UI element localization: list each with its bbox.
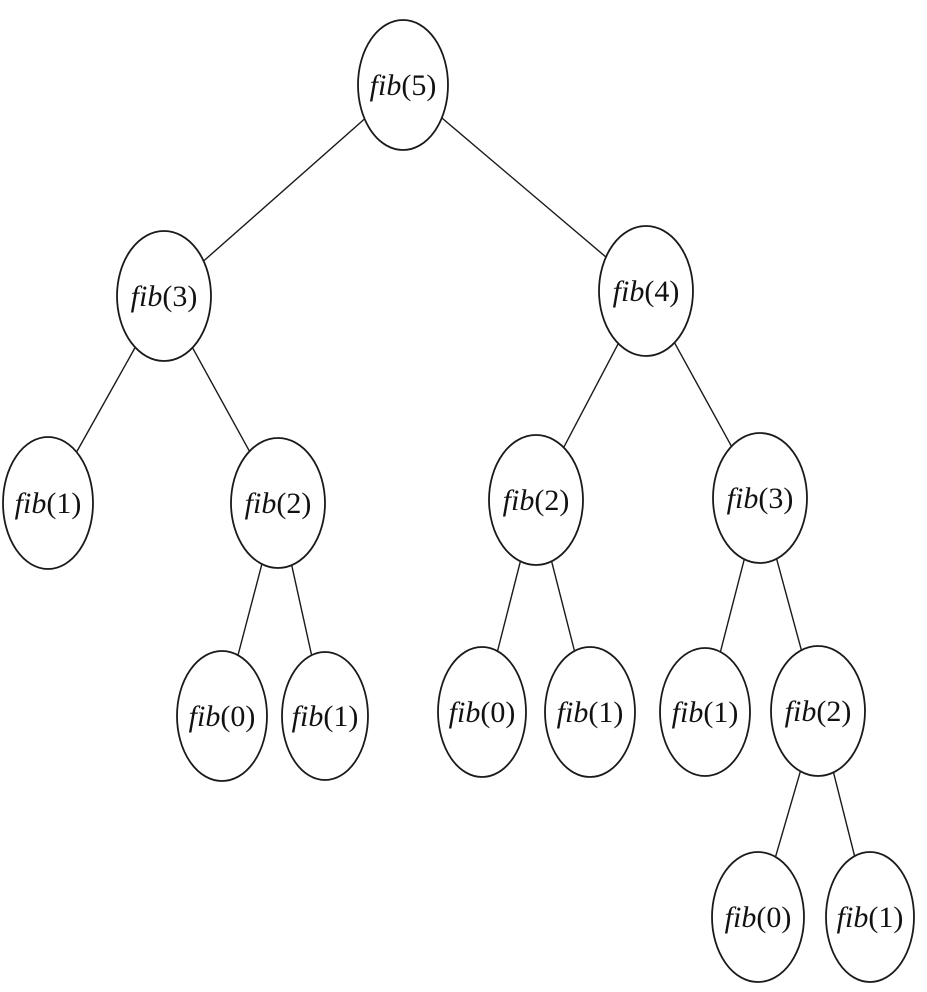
- node-ellipse: [176, 650, 268, 782]
- tree-node-n7: fib(0): [176, 650, 268, 782]
- node-label: fib(5): [370, 69, 437, 102]
- node-function-name: fib: [131, 280, 163, 313]
- node-label: fib(0): [725, 901, 792, 934]
- node-function-name: fib: [449, 696, 481, 729]
- tree-node-n13: fib(0): [711, 851, 805, 983]
- edges-layer: [75, 117, 856, 858]
- node-argument: (0): [480, 696, 515, 729]
- tree-node-n3: fib(1): [2, 436, 94, 570]
- node-label: fib(4): [613, 275, 680, 308]
- tree-node-n12: fib(2): [770, 645, 866, 777]
- edge-n6-n11: [719, 559, 745, 653]
- node-ellipse: [437, 646, 527, 778]
- edge-n1-n4: [191, 347, 251, 452]
- node-argument: (1): [323, 700, 358, 733]
- node-argument: (1): [588, 696, 623, 729]
- tree-node-n9: fib(0): [437, 646, 527, 778]
- tree-node-n6: fib(3): [712, 432, 808, 564]
- node-argument: (0): [220, 700, 255, 733]
- node-argument: (5): [401, 69, 436, 102]
- nodes-layer: fib(5)fib(3)fib(4)fib(1)fib(2)fib(2)fib(…: [2, 19, 915, 983]
- node-ellipse: [598, 225, 694, 357]
- node-label: fib(1): [292, 700, 359, 733]
- node-label: fib(1): [672, 696, 739, 729]
- node-ellipse: [116, 230, 212, 362]
- edge-n12-n13: [774, 771, 802, 858]
- tree-node-n1: fib(3): [116, 230, 212, 362]
- tree-node-n10: fib(1): [544, 646, 636, 778]
- node-ellipse: [544, 646, 636, 778]
- node-argument: (4): [644, 275, 679, 308]
- node-function-name: fib: [672, 696, 704, 729]
- node-ellipse: [825, 851, 915, 983]
- node-function-name: fib: [15, 487, 47, 520]
- tree-node-n8: fib(1): [281, 651, 369, 781]
- node-function-name: fib: [725, 901, 757, 934]
- node-function-name: fib: [292, 700, 324, 733]
- node-ellipse: [711, 851, 805, 983]
- node-ellipse: [2, 436, 94, 570]
- edge-n0-n1: [203, 118, 366, 262]
- node-label: fib(1): [557, 696, 624, 729]
- node-label: fib(2): [785, 695, 852, 728]
- node-label: fib(0): [189, 700, 256, 733]
- tree-node-n5: fib(2): [488, 434, 584, 566]
- node-argument: (2): [816, 695, 851, 728]
- edge-n6-n12: [775, 558, 803, 651]
- node-argument: (3): [758, 482, 793, 515]
- edge-n12-n14: [832, 772, 856, 857]
- edge-n0-n2: [441, 117, 607, 258]
- node-ellipse: [770, 645, 866, 777]
- node-function-name: fib: [727, 482, 759, 515]
- node-label: fib(1): [837, 901, 904, 934]
- node-function-name: fib: [189, 700, 221, 733]
- node-argument: (0): [756, 901, 791, 934]
- node-ellipse: [712, 432, 808, 564]
- node-function-name: fib: [370, 69, 402, 102]
- node-argument: (3): [162, 280, 197, 313]
- node-label: fib(2): [245, 487, 312, 520]
- node-ellipse: [230, 437, 326, 569]
- edge-n5-n9: [496, 561, 522, 652]
- node-argument: (1): [46, 487, 81, 520]
- node-label: fib(3): [727, 482, 794, 515]
- node-label: fib(2): [503, 484, 570, 517]
- node-function-name: fib: [613, 275, 645, 308]
- node-ellipse: [488, 434, 584, 566]
- node-argument: (2): [534, 484, 569, 517]
- node-function-name: fib: [785, 695, 817, 728]
- node-argument: (1): [703, 696, 738, 729]
- node-argument: (1): [868, 901, 903, 934]
- node-function-name: fib: [837, 901, 869, 934]
- node-function-name: fib: [503, 484, 535, 517]
- edge-n2-n6: [673, 342, 733, 447]
- tree-node-n0: fib(5): [357, 19, 449, 151]
- edge-n1-n3: [75, 347, 136, 453]
- node-function-name: fib: [245, 487, 277, 520]
- tree-node-n4: fib(2): [230, 437, 326, 569]
- node-ellipse: [281, 651, 369, 781]
- node-ellipse: [659, 647, 751, 777]
- edge-n4-n7: [237, 563, 263, 656]
- node-label: fib(3): [131, 280, 198, 313]
- tree-node-n11: fib(1): [659, 647, 751, 777]
- node-argument: (2): [276, 487, 311, 520]
- edge-n5-n10: [550, 561, 576, 652]
- tree-node-n2: fib(4): [598, 225, 694, 357]
- edge-n2-n5: [563, 343, 619, 448]
- node-ellipse: [357, 19, 449, 151]
- node-label: fib(1): [15, 487, 82, 520]
- node-label: fib(0): [449, 696, 516, 729]
- node-function-name: fib: [557, 696, 589, 729]
- edge-n4-n8: [291, 565, 313, 656]
- tree-node-n14: fib(1): [825, 851, 915, 983]
